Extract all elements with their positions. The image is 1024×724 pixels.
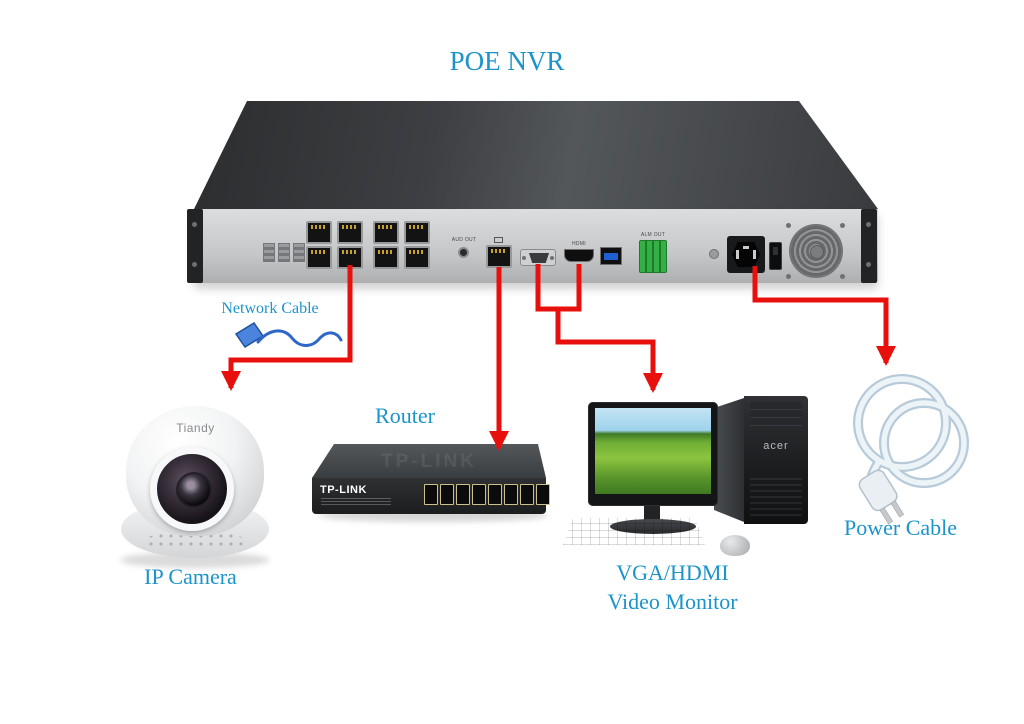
panel-screw	[866, 222, 871, 227]
dip-icon	[263, 243, 275, 262]
network-cable-icon	[234, 321, 343, 349]
power-cable-coil-highlight	[855, 376, 949, 470]
nvr-rack-ear-right	[861, 209, 877, 283]
poe-port-7	[373, 246, 399, 269]
fan-screw	[840, 274, 845, 279]
dip-icon	[293, 243, 305, 262]
poe-port-2	[337, 221, 363, 244]
cable-to-monitor	[555, 309, 663, 393]
audio-out-jack	[458, 247, 469, 258]
lan-icon	[494, 237, 503, 243]
hdmi-label: HDMI	[572, 241, 586, 247]
inlet-pin-slot	[736, 250, 739, 259]
router-port	[456, 484, 470, 505]
power-cable-coil-highlight	[881, 400, 967, 486]
monitor-label-line1: VGA/HDMI	[616, 560, 729, 585]
monitor-neck	[644, 506, 660, 522]
monitor-label-line2: Video Monitor	[607, 589, 738, 614]
plug-body	[858, 469, 898, 512]
poe-port-4	[404, 221, 430, 244]
panel-screw	[866, 262, 871, 267]
plug-prong	[879, 507, 894, 525]
poe-port-1	[306, 221, 332, 244]
usb-port	[600, 247, 622, 265]
pc-tower-side	[714, 398, 744, 522]
fan-grille	[789, 224, 843, 278]
alarm-terminal-block	[639, 240, 667, 273]
plug-prong	[890, 500, 905, 518]
fan-hub	[810, 245, 824, 259]
power-cable-label: Power Cable	[843, 515, 958, 540]
cable-to-camera	[221, 265, 353, 391]
poe-port-8	[404, 246, 430, 269]
power-plug	[858, 469, 905, 525]
router-port	[536, 484, 550, 505]
vga-dsub	[528, 253, 550, 263]
power-cable-graphic	[853, 374, 969, 525]
pc-vents	[750, 478, 802, 516]
inlet-pin-slot	[753, 250, 756, 259]
monitor-base	[610, 519, 696, 534]
router-brand-logo: TP-LINK	[320, 484, 367, 496]
pc-drive-bays	[750, 402, 802, 428]
router-model-print	[321, 498, 391, 505]
pc-brand-logo: acer	[763, 440, 789, 452]
usb-tongue	[604, 253, 618, 260]
monitor-screen	[595, 408, 711, 494]
camera-brand-logo: Tiandy	[176, 421, 215, 435]
diagram-title: POE NVR	[449, 46, 565, 76]
hdmi-port	[564, 249, 594, 262]
router-top: TP-LINK	[312, 444, 546, 478]
fan-screw	[840, 223, 845, 228]
poe-port-5	[306, 246, 332, 269]
lan-port	[486, 245, 512, 268]
nvr-top-cover	[194, 101, 878, 209]
alm-out-label: ALM OUT	[640, 232, 666, 238]
ground-screw	[709, 249, 719, 259]
nvr-rack-ear-left	[187, 209, 203, 283]
router-port	[504, 484, 518, 505]
dip-icon	[278, 243, 290, 262]
router-port	[440, 484, 454, 505]
keyboard	[563, 518, 705, 545]
mouse	[720, 535, 750, 556]
pc-tower: acer	[744, 396, 808, 524]
camera-ir-leds	[146, 532, 244, 550]
router-front: TP-LINK	[312, 478, 550, 514]
poe-port-3	[373, 221, 399, 244]
inlet-pin-slot	[743, 246, 749, 249]
power-switch	[769, 242, 782, 270]
power-inlet	[727, 236, 765, 273]
vga-screw	[550, 256, 554, 260]
fan-screw	[786, 223, 791, 228]
router-port	[520, 484, 534, 505]
router-embossed-logo: TP-LINK	[381, 451, 477, 472]
network-cable-label: Network Cable	[221, 300, 319, 317]
camera-shadow	[120, 552, 270, 568]
camera-lens	[176, 472, 212, 508]
router-label: Router	[375, 403, 435, 428]
panel-screw	[192, 262, 197, 267]
panel-screw	[192, 222, 197, 227]
fan-screw	[786, 274, 791, 279]
rj45-connector-icon	[234, 321, 265, 349]
vga-screw	[522, 256, 526, 260]
panel-print-marks	[263, 243, 308, 267]
ip-camera-label: IP Camera	[144, 564, 237, 589]
poe-port-6	[337, 246, 363, 269]
router-port-row	[424, 484, 550, 505]
monitor-label: VGA/HDMI Video Monitor	[570, 558, 775, 616]
network-cable-curl	[256, 329, 343, 347]
router-port	[472, 484, 486, 505]
router-port	[488, 484, 502, 505]
router-port	[424, 484, 438, 505]
aud-out-label: AUD OUT	[451, 237, 477, 243]
vga-port	[520, 249, 556, 266]
